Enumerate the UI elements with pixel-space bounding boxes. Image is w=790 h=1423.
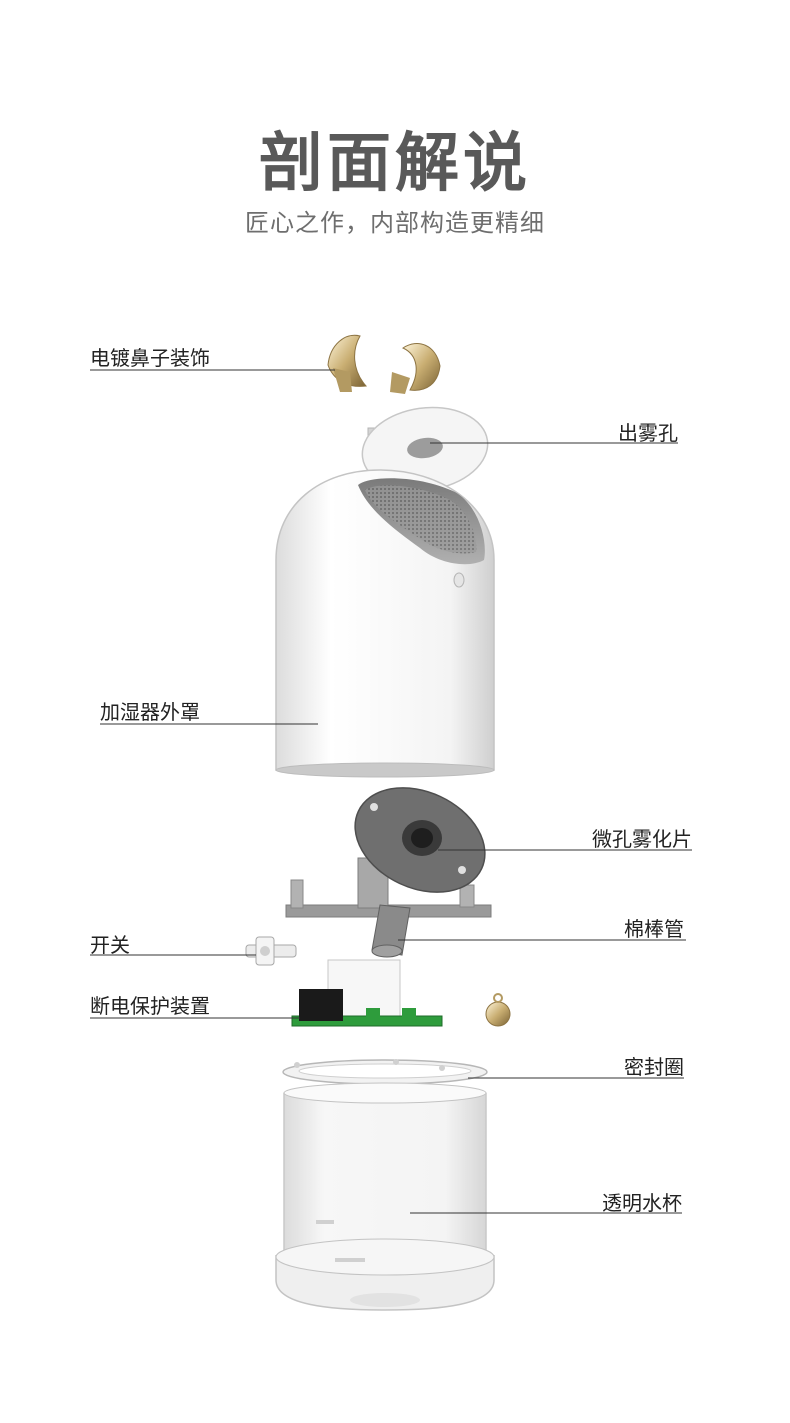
seal-ring: [282, 1059, 488, 1085]
label-power-protect: 断电保护装置: [90, 994, 210, 1018]
leader-lines: [90, 369, 692, 1214]
cotton-stick-tube: [371, 904, 411, 958]
label-outer-cover: 加湿器外罩: [100, 700, 200, 724]
label-switch: 开关: [90, 933, 130, 957]
page-subtitle: 匠心之作，内部构造更精细: [245, 209, 545, 237]
label-nose-decoration: 电镀鼻子装饰: [90, 346, 210, 370]
power-off-protection: [291, 959, 511, 1027]
label-atomizer: 微孔雾化片: [592, 827, 692, 851]
chrome-nose-decoration: [327, 334, 441, 394]
transparent-water-cup: [275, 1082, 495, 1311]
switch-part: [245, 936, 297, 966]
mist-outlet-part: [361, 406, 489, 501]
label-mist-outlet: 出雾孔: [618, 421, 678, 445]
humidifier-outer-cover: [275, 469, 495, 778]
label-cotton-tube: 棉棒管: [624, 917, 684, 941]
micro-hole-atomizer: [285, 787, 492, 918]
page-title: 剖面解说: [259, 127, 531, 201]
label-seal-ring: 密封圈: [624, 1055, 684, 1079]
label-water-cup: 透明水杯: [602, 1191, 682, 1215]
